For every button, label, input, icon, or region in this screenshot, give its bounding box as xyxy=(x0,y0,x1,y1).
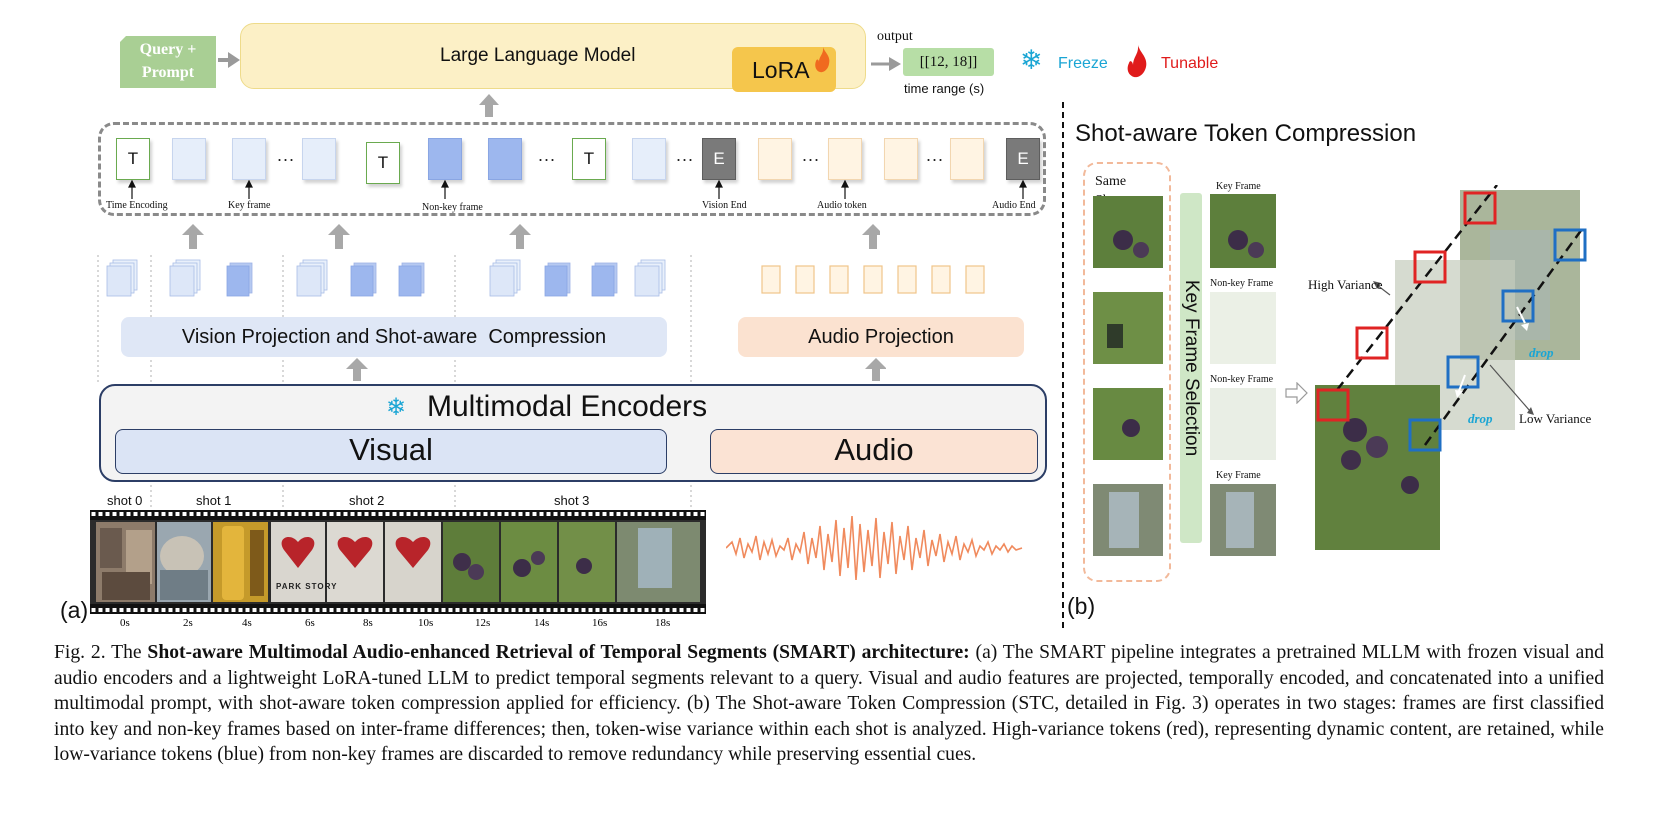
audio-token xyxy=(950,138,984,180)
panel-b-label: (b) xyxy=(1067,593,1096,619)
vision-projection-label: Vision Projection and Shot-aware Compres… xyxy=(181,326,607,348)
output-label: output xyxy=(877,29,913,44)
tunable-legend-icon xyxy=(1127,45,1147,78)
tunable-flame-icon xyxy=(815,47,830,73)
ellipsis: ... xyxy=(926,145,945,165)
audio-projection-box xyxy=(738,317,1024,357)
projection-to-token-arrows xyxy=(182,224,880,249)
arrow-llm-to-output xyxy=(871,57,901,71)
vision-end-token: E xyxy=(702,138,736,180)
visual-encoder-box xyxy=(115,429,667,474)
drop-label: drop xyxy=(1468,411,1493,426)
token-pointer-arrows xyxy=(128,180,1027,199)
key-frame-token xyxy=(302,138,336,180)
shot-label: shot 3 xyxy=(554,493,590,508)
frame-type-label: Key Frame xyxy=(1216,470,1261,481)
audio-token xyxy=(828,138,862,180)
selection-to-compression-arrow xyxy=(1285,382,1308,404)
drop-label: drop xyxy=(1529,345,1554,360)
token-sequence-box xyxy=(98,122,1046,216)
graffiti-text: PARK STORY xyxy=(276,582,338,591)
audio-encoder-box xyxy=(710,429,1038,474)
high-variance-label: High Variance xyxy=(1308,277,1383,292)
key-frame-selection-label: Key Frame Selection xyxy=(1181,279,1202,457)
key-frame-token xyxy=(232,138,266,180)
arrow-tokens-to-llm xyxy=(479,94,499,117)
shot-label: shot 2 xyxy=(349,493,385,508)
panel-divider xyxy=(1062,102,1064,632)
video-film-strip xyxy=(90,510,706,614)
vision-end-label: Vision End xyxy=(702,200,747,211)
time-encoding-token: T xyxy=(366,142,400,184)
audio-waveform xyxy=(726,515,1023,581)
audio-projection-label: Audio Projection xyxy=(808,326,954,348)
timeline-label: 14s xyxy=(534,617,550,629)
timeline-label: 18s xyxy=(655,617,671,629)
frame-type-label: Non-key Frame xyxy=(1210,374,1274,385)
llm-label: Large Language Model xyxy=(440,45,636,66)
key-frame-token xyxy=(172,138,206,180)
selected-frames xyxy=(1210,194,1276,556)
timeline-label: 4s xyxy=(242,617,252,629)
audio-token xyxy=(758,138,792,180)
timeline-label: 12s xyxy=(475,617,491,629)
ellipsis: ... xyxy=(676,145,695,165)
shot-label: shot 1 xyxy=(196,493,232,508)
stc-title: Shot-aware Token Compression xyxy=(1075,120,1417,147)
caption-prefix: Fig. 2. The xyxy=(54,642,148,663)
output-value: [[12, 18]] xyxy=(919,53,978,70)
query-prompt-label: Query + Prompt xyxy=(139,41,197,81)
key-frame-selection-bar xyxy=(1180,193,1202,543)
audio-feature-tokens xyxy=(761,265,985,294)
non-key-frame-token xyxy=(488,138,522,180)
timeline-label: 0s xyxy=(120,617,130,629)
time-encoding-label: Time Encoding xyxy=(106,200,168,211)
non-key-frame-label: Non-key frame xyxy=(422,202,483,213)
lora-label: LoRA xyxy=(752,57,810,83)
arrow-query-to-llm xyxy=(218,52,240,68)
timeline-label: 6s xyxy=(305,617,315,629)
low-variance-label: Low Variance xyxy=(1519,411,1592,426)
timeline-label: 8s xyxy=(363,617,373,629)
key-frame-label: Key frame xyxy=(228,200,271,211)
token-variance-stack xyxy=(1315,185,1587,550)
audio-token-label: Audio token xyxy=(817,200,867,211)
same-shot-frames xyxy=(1093,196,1163,556)
frame-type-label: Key Frame xyxy=(1216,181,1261,192)
shot-label: shot 0 xyxy=(107,493,143,508)
audio-end-label: Audio End xyxy=(992,200,1036,211)
time-encoding-token: T xyxy=(116,138,150,180)
frame-type-label: Non-key Frame xyxy=(1210,278,1274,289)
time-encoding-token: T xyxy=(572,138,606,180)
freeze-icon: ❄ xyxy=(1020,45,1043,75)
audio-end-token: E xyxy=(1006,138,1040,180)
freeze-icon: ❄ xyxy=(386,394,407,421)
output-value-box: [[12, 18]] xyxy=(903,48,994,76)
ellipsis: ... xyxy=(277,145,296,165)
multimodal-encoders-title: Multimodal Encoders xyxy=(427,390,708,423)
audio-token xyxy=(884,138,918,180)
vision-projection-box xyxy=(121,317,667,357)
query-prompt-box xyxy=(120,36,216,88)
tunable-legend-label: Tunable xyxy=(1161,55,1219,72)
timeline-label: 16s xyxy=(592,617,608,629)
encoder-to-projection-arrows xyxy=(346,358,886,381)
freeze-legend-label: Freeze xyxy=(1058,55,1108,72)
audio-encoder-label: Audio xyxy=(834,432,914,467)
ellipsis: ... xyxy=(538,145,557,165)
visual-encoder-label: Visual xyxy=(349,432,433,467)
vision-feature-tokens xyxy=(106,259,666,297)
panel-a-label: (a) xyxy=(60,597,89,623)
key-frame-token xyxy=(632,138,666,180)
caption-title: Shot-aware Multimodal Audio-enhanced Ret… xyxy=(147,642,970,663)
output-caption: time range (s) xyxy=(904,81,985,96)
timeline-label: 2s xyxy=(183,617,193,629)
caption-body: (a) The SMART pipeline integrates a pret… xyxy=(54,642,1604,766)
non-key-frame-token xyxy=(428,138,462,180)
same-shot-box xyxy=(1083,162,1171,582)
timeline-label: 10s xyxy=(418,617,434,629)
ellipsis: ... xyxy=(802,145,821,165)
figure-caption: Fig. 2. The Shot-aware Multimodal Audio-… xyxy=(54,640,1604,768)
